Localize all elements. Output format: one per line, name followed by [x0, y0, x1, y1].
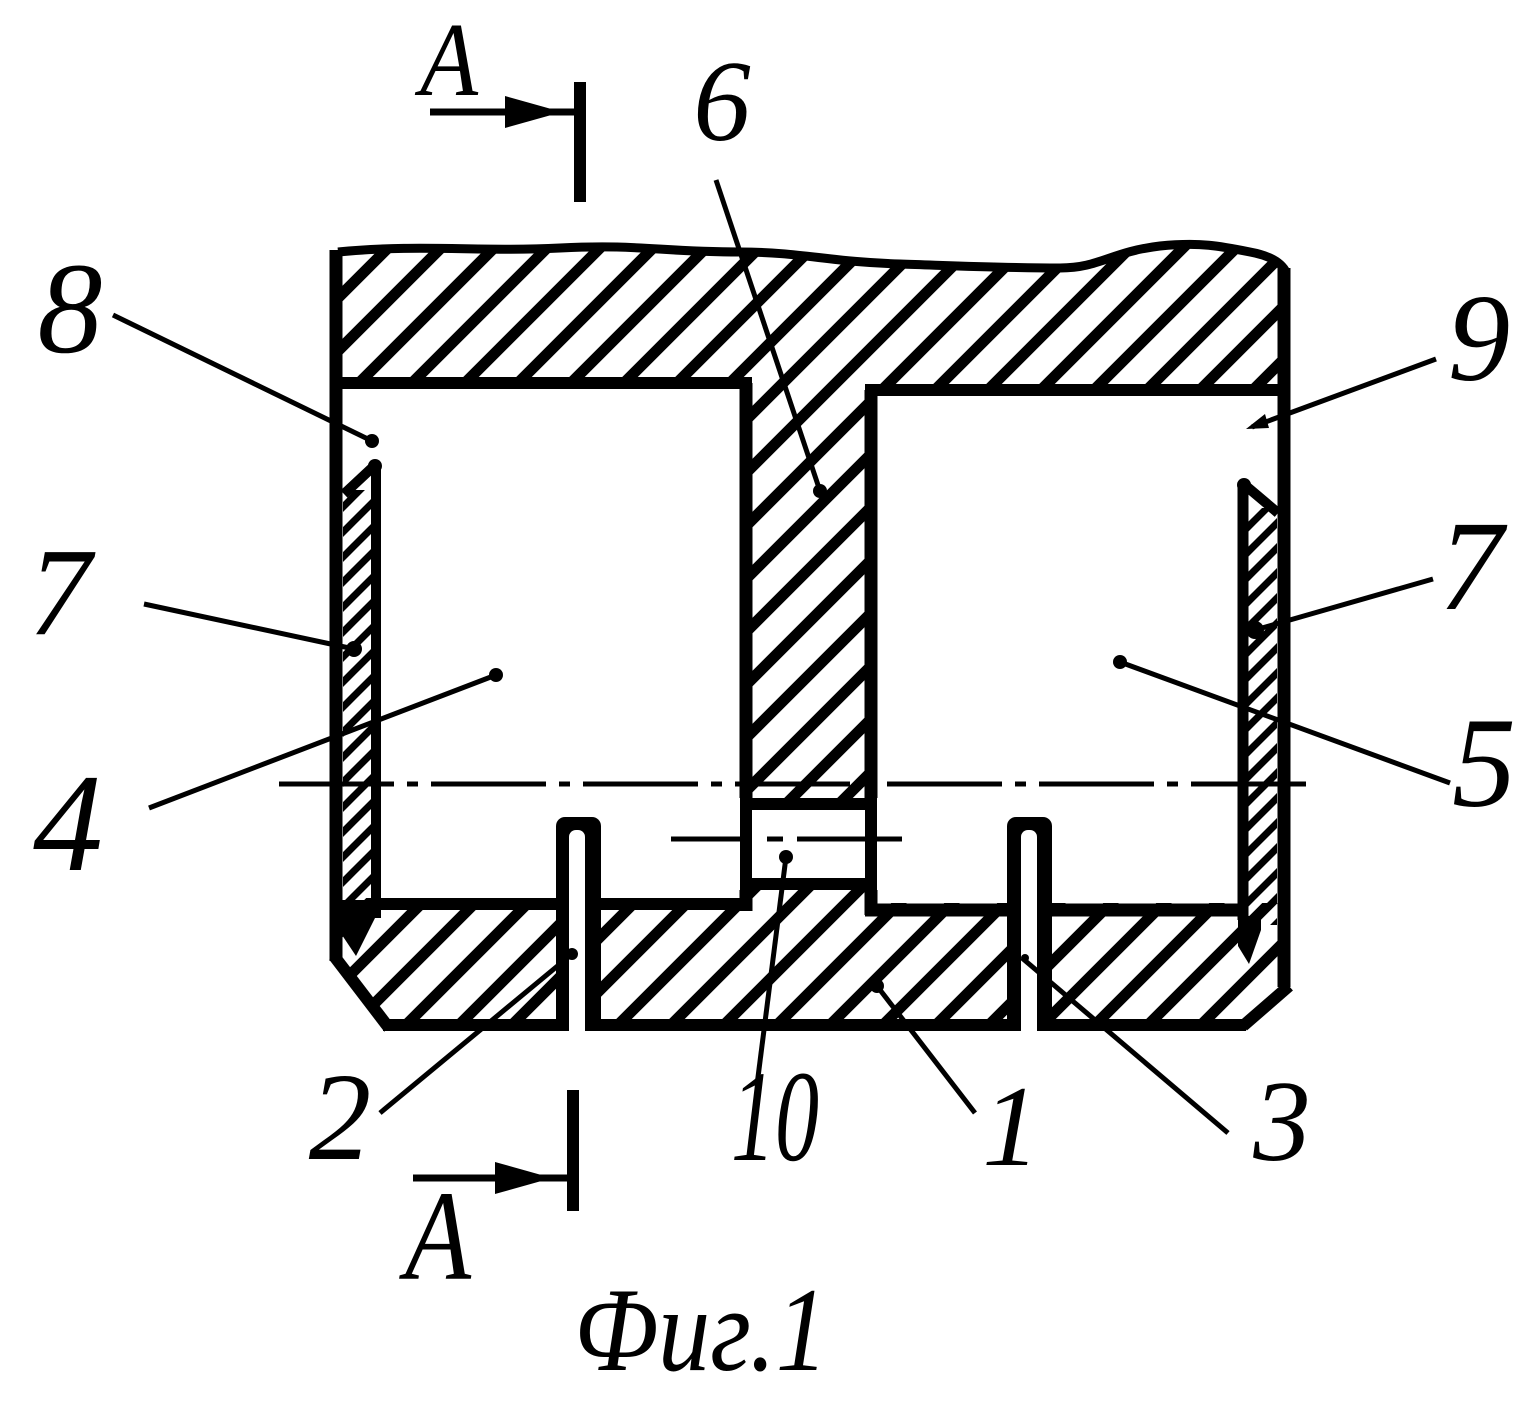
svg-text:1: 1 [982, 1063, 1040, 1190]
svg-text:3: 3 [1252, 1058, 1311, 1185]
svg-text:6: 6 [693, 38, 751, 165]
svg-text:8: 8 [38, 237, 103, 381]
svg-text:A: A [399, 1165, 472, 1307]
svg-text:A: A [415, 1, 479, 118]
svg-text:10: 10 [731, 1045, 819, 1189]
svg-text:9: 9 [1448, 270, 1511, 408]
svg-text:Фиг.1: Фиг.1 [574, 1263, 828, 1396]
svg-text:2: 2 [309, 1049, 372, 1187]
svg-text:7: 7 [1439, 495, 1508, 637]
svg-text:4: 4 [33, 746, 103, 901]
svg-text:7: 7 [29, 524, 96, 662]
svg-text:5: 5 [1452, 692, 1516, 834]
